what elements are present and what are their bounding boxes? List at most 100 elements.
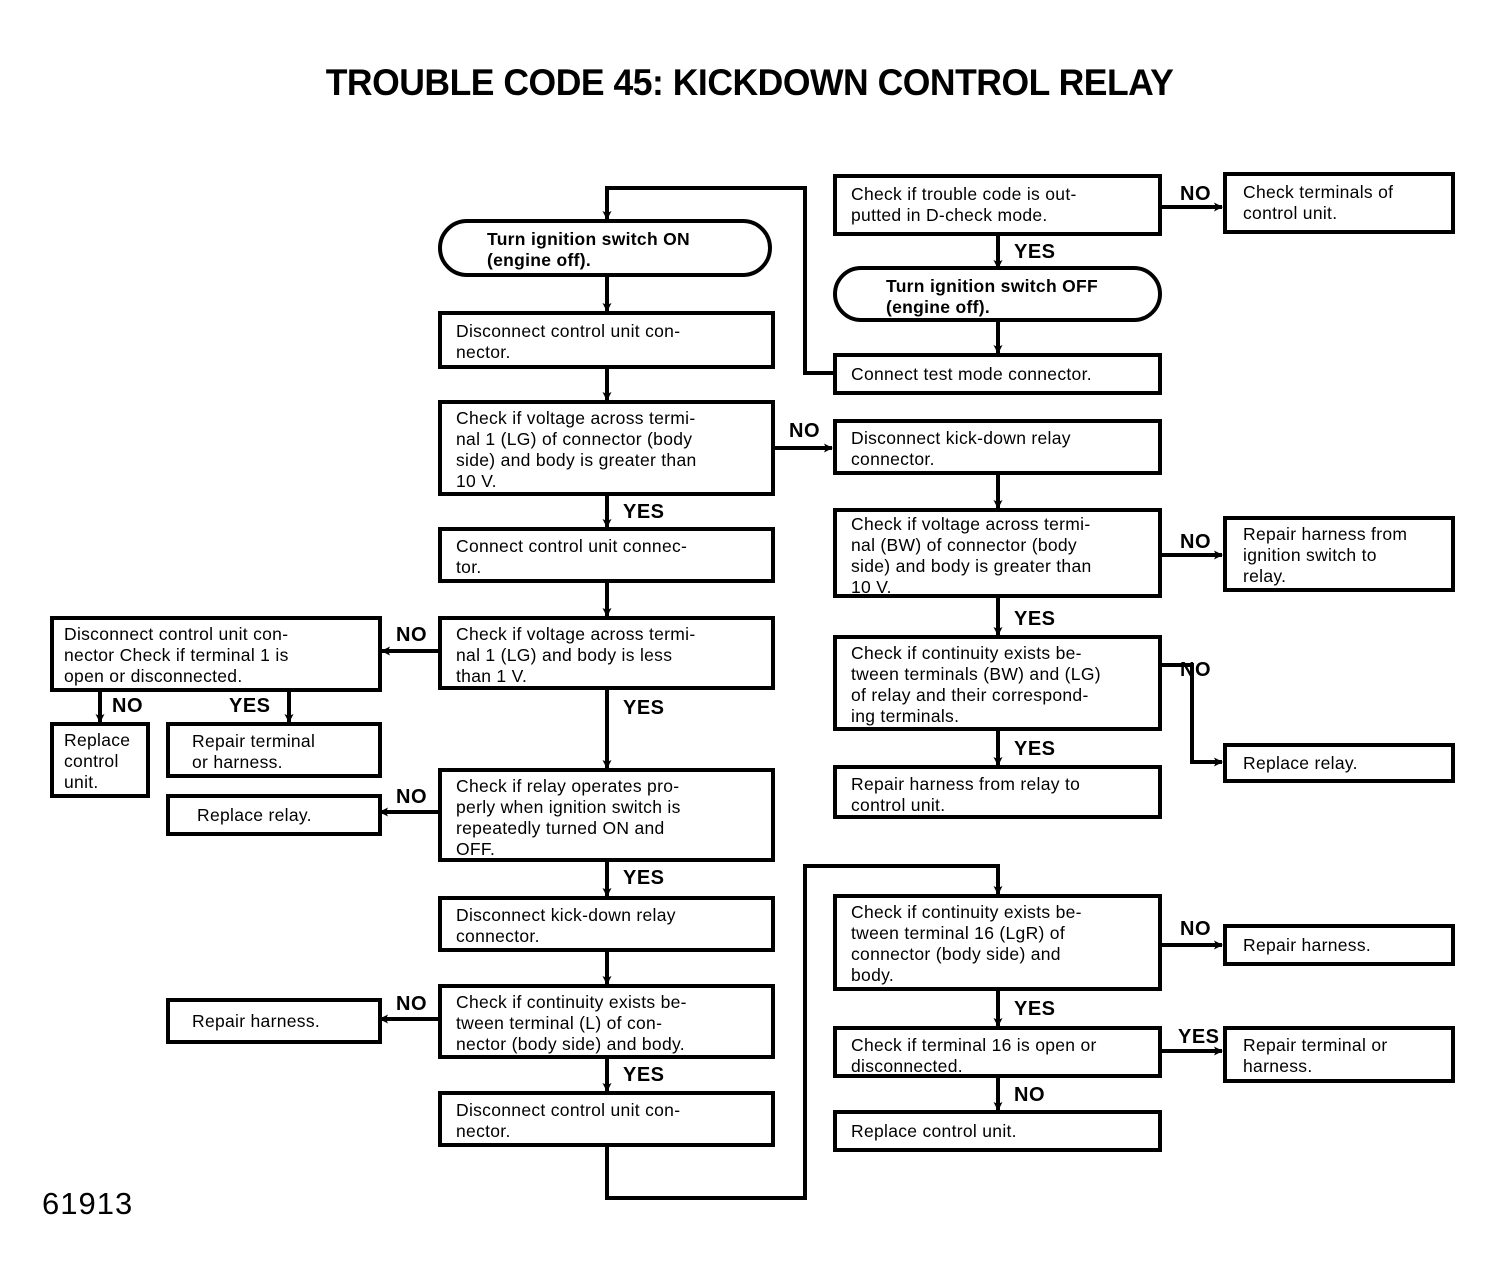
node-shape (438, 984, 775, 1059)
node-line: nector. (456, 1121, 511, 1141)
node-check-terminal-16-open[interactable]: Check if terminal 16 is open or disconne… (833, 1026, 1162, 1078)
node-line: (engine off). (886, 297, 990, 317)
node-shape (166, 998, 382, 1044)
node-line: Replace relay. (1243, 753, 1358, 773)
node-line: nector (body side) and body. (456, 1034, 685, 1054)
node-repair-harness-relay-to-control-unit[interactable]: Repair harness from relay to control uni… (833, 765, 1162, 819)
node-shape (1223, 924, 1455, 966)
edge-label-n10-yes: YES (623, 867, 665, 889)
node-line: control unit. (1243, 203, 1337, 223)
node-disconnect-kickdown-relay-connector-right[interactable]: Disconnect kick-down relay connector. (833, 419, 1162, 475)
node-shape (1223, 516, 1455, 592)
node-turn-ignition-off[interactable]: Turn ignition switch OFF (engine off). (833, 266, 1162, 322)
node-shape (50, 616, 382, 692)
edge-label-n5-yes: YES (623, 697, 665, 719)
edge-r8-no (1160, 663, 1223, 767)
node-line: Replace (64, 730, 130, 750)
edge-label-r13-yes: YES (1178, 1026, 1220, 1048)
edge-label-n5-no: NO (396, 624, 427, 646)
edge-label-r8-no: NO (1180, 659, 1211, 681)
node-shape (833, 1110, 1162, 1152)
node-disconnect-control-unit-connector-1[interactable]: Disconnect control unit con- nector. (438, 311, 775, 369)
node-line: relay. (1243, 566, 1286, 586)
node-line: nal 1 (LG) and body is less (456, 645, 672, 665)
node-line: Check if voltage across termi- (456, 408, 696, 428)
edge-r4-to-n1 (602, 186, 835, 375)
node-shape (833, 1026, 1162, 1078)
edge-labels: NO YES NO YES NO YES NO YES NO YES NO YE… (112, 183, 1220, 1106)
node-shape (833, 353, 1162, 395)
node-line: Repair terminal or (1243, 1035, 1387, 1055)
node-line: nal (BW) of connector (body (851, 535, 1077, 555)
node-check-terminals-of-control-unit[interactable]: Check terminals of control unit. (1223, 172, 1455, 234)
node-shape (833, 266, 1162, 322)
node-line: connector. (851, 449, 935, 469)
node-line: side) and body is greater than (851, 556, 1092, 576)
node-line: Repair harness from relay to (851, 774, 1080, 794)
node-replace-control-unit-left[interactable]: Replace control unit. (50, 722, 150, 798)
node-replace-control-unit-right[interactable]: Replace control unit. (833, 1110, 1162, 1152)
edge-label-n3-yes: YES (623, 501, 665, 523)
node-shape (438, 527, 775, 583)
node-line: ing terminals. (851, 706, 959, 726)
node-shape (1223, 1026, 1455, 1083)
node-check-continuity-bw-lg-relay[interactable]: Check if continuity exists be- tween ter… (833, 635, 1162, 731)
node-check-voltage-terminal-1-lg-gt10v[interactable]: Check if voltage across termi- nal 1 (LG… (438, 400, 775, 496)
node-line: disconnected. (851, 1056, 963, 1076)
page-title: TROUBLE CODE 45: KICKDOWN CONTROL RELAY (325, 62, 1174, 103)
node-line: Check if voltage across termi- (851, 514, 1091, 534)
node-repair-harness-right[interactable]: Repair harness. (1223, 924, 1455, 966)
node-line: tor. (456, 557, 482, 577)
node-line: unit. (64, 772, 99, 792)
edge-label-r13-no: NO (1014, 1084, 1045, 1106)
node-line: Repair harness from (1243, 524, 1407, 544)
node-line: Check if trouble code is out- (851, 184, 1077, 204)
node-disconnect-check-terminal-1-open[interactable]: Disconnect control unit con- nector Chec… (50, 616, 382, 692)
node-check-trouble-code-dcheck[interactable]: Check if trouble code is out- putted in … (833, 174, 1162, 236)
node-line: putted in D-check mode. (851, 205, 1048, 225)
node-line: Disconnect kick-down relay (456, 905, 676, 925)
node-line: 10 V. (456, 471, 497, 491)
node-check-continuity-terminal-16-lgr[interactable]: Check if continuity exists be- tween ter… (833, 894, 1162, 991)
edge-label-r6-no: NO (1180, 531, 1211, 553)
node-line: tween terminal (L) of con- (456, 1013, 662, 1033)
node-line: connector (body side) and (851, 944, 1061, 964)
node-line: than 1 V. (456, 666, 527, 686)
node-disconnect-control-unit-connector-2[interactable]: Disconnect control unit con- nector. (438, 1091, 775, 1147)
node-line: body. (851, 965, 894, 985)
edge-label-r1-yes: YES (1014, 241, 1056, 263)
node-check-voltage-terminal-bw-gt10v[interactable]: Check if voltage across termi- nal (BW) … (833, 508, 1162, 598)
node-line: tween terminals (BW) and (LG) (851, 664, 1101, 684)
node-check-relay-operates-properly[interactable]: Check if relay operates pro- perly when … (438, 768, 775, 862)
node-line: nector. (456, 342, 511, 362)
node-repair-harness-left[interactable]: Repair harness. (166, 998, 382, 1044)
edge-label-r6-yes: YES (1014, 608, 1056, 630)
node-connect-control-unit-connector[interactable]: Connect control unit connec- tor. (438, 527, 775, 583)
node-repair-harness-ignition-to-relay[interactable]: Repair harness from ignition switch to r… (1223, 516, 1455, 592)
node-shape (438, 896, 775, 952)
node-line: side) and body is greater than (456, 450, 697, 470)
nodes: Turn ignition switch ON (engine off). Di… (50, 172, 1455, 1152)
node-connect-test-mode-connector[interactable]: Connect test mode connector. (833, 353, 1162, 395)
node-line: Check if voltage across termi- (456, 624, 696, 644)
node-shape (438, 311, 775, 369)
node-replace-relay-right[interactable]: Replace relay. (1223, 743, 1455, 783)
node-line: Repair harness. (192, 1011, 320, 1031)
node-shape (438, 400, 775, 496)
edge-label-r8-yes: YES (1014, 738, 1056, 760)
node-repair-terminal-or-harness-right[interactable]: Repair terminal or harness. (1223, 1026, 1455, 1083)
node-line: harness. (1243, 1056, 1313, 1076)
node-repair-terminal-or-harness-left[interactable]: Repair terminal or harness. (166, 722, 382, 778)
node-turn-ignition-on[interactable]: Turn ignition switch ON (engine off). (438, 219, 772, 277)
node-shape (833, 174, 1162, 236)
node-shape (833, 635, 1162, 731)
node-check-continuity-terminal-l[interactable]: Check if continuity exists be- tween ter… (438, 984, 775, 1059)
node-disconnect-kickdown-relay-connector-left[interactable]: Disconnect kick-down relay connector. (438, 896, 775, 952)
node-replace-relay-left[interactable]: Replace relay. (166, 794, 382, 836)
edge-label-r11-no: NO (1180, 918, 1211, 940)
node-shape (1223, 172, 1455, 234)
node-line: Check if relay operates pro- (456, 776, 679, 796)
node-shape (438, 768, 775, 862)
node-check-voltage-terminal-1-lg-lt1v[interactable]: Check if voltage across termi- nal 1 (LG… (438, 616, 775, 690)
node-line: Repair terminal (192, 731, 315, 751)
